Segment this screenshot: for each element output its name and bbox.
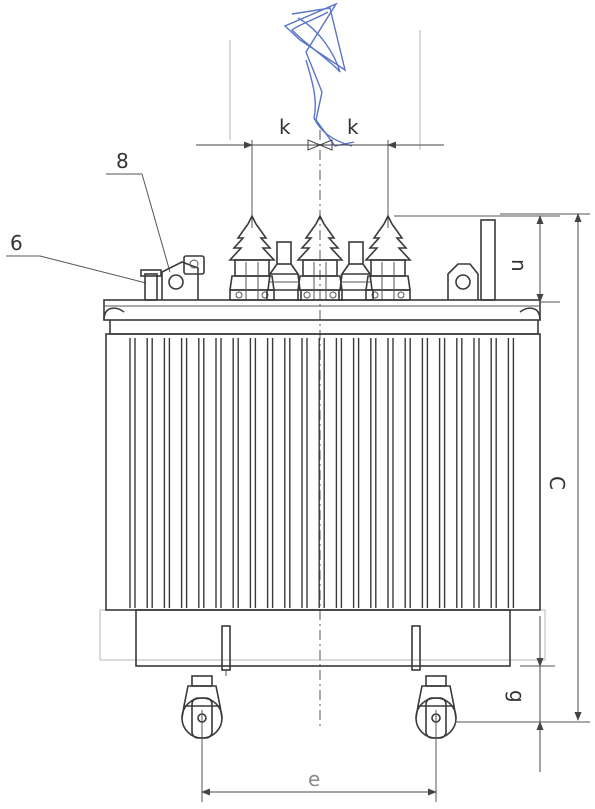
hv-bushing-1 xyxy=(229,215,275,301)
dimension-k xyxy=(196,139,444,228)
lifting-lug-left xyxy=(161,255,205,300)
callout-8-label: 8 xyxy=(116,149,129,173)
hv-bushing-3 xyxy=(365,215,411,301)
dimension-n-label: n xyxy=(507,259,531,272)
dimension-e xyxy=(201,710,437,802)
leader-8 xyxy=(106,173,171,273)
conservator-pipe xyxy=(480,219,496,301)
radiator-fins xyxy=(129,338,515,608)
wheel-support-right xyxy=(411,625,421,671)
signature-scribble xyxy=(283,2,355,147)
callout-6-label: 6 xyxy=(10,231,23,255)
thermometer-pocket xyxy=(140,269,162,301)
scan-artifacts xyxy=(99,30,546,661)
lifting-lug-right xyxy=(447,263,479,300)
dimension-e-label: e xyxy=(308,767,320,791)
tank-cover xyxy=(103,299,541,335)
leader-6 xyxy=(6,255,147,284)
dimension-C xyxy=(500,213,590,721)
wheel-support-left xyxy=(221,625,231,676)
lv-bushing-2 xyxy=(338,241,374,301)
dimension-g-label: g xyxy=(505,690,529,703)
tank-body xyxy=(105,333,541,667)
dimension-k-left-label: k xyxy=(279,115,291,139)
dimension-n xyxy=(394,215,560,303)
dimension-g xyxy=(455,616,590,772)
lv-bushing-1 xyxy=(266,241,302,301)
dimension-C-label: C xyxy=(545,476,569,490)
dimension-k-right-label: k xyxy=(347,115,359,139)
